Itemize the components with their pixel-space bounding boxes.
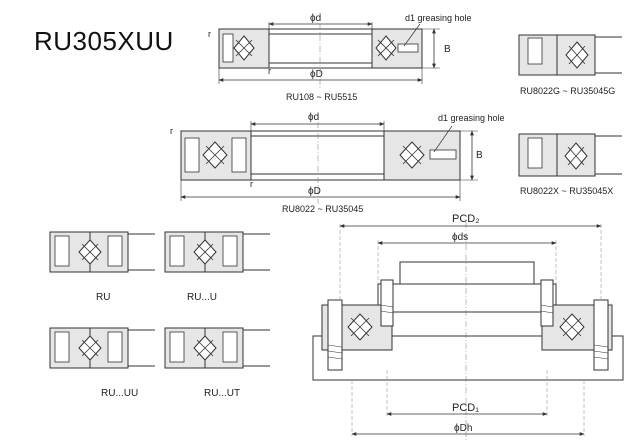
pcd2-label: PCD₂ (452, 213, 480, 225)
mid-greasing-hole-label: d1 greasing hole (438, 113, 505, 123)
mid-series-caption: RU8022 ~ RU35045 (282, 204, 363, 214)
mounting-assembly (312, 222, 624, 440)
top-width-label: B (444, 44, 451, 55)
right-mid-caption: RU8022X ~ RU35045X (520, 186, 613, 196)
right-top-section (518, 34, 622, 76)
variant-ru-uu-label: RU...UU (101, 388, 138, 399)
top-bore-diameter-label: ϕd (310, 13, 321, 24)
top-outer-diameter-label: ϕD (310, 69, 323, 80)
variant-ru-section (49, 231, 155, 273)
variant-ru-ut-section (164, 327, 270, 369)
mid-width-label: B (476, 150, 483, 161)
right-mid-section (518, 133, 622, 177)
mid-bore-diameter-label: ϕd (308, 112, 319, 123)
variant-ru-ut-label: RU...UT (204, 388, 240, 399)
dh-label: ϕDh (454, 423, 472, 434)
ds-label: ϕds (452, 232, 468, 243)
top-fillet-radius-label-2: r (268, 66, 271, 76)
right-top-caption: RU8022G ~ RU35045G (520, 86, 615, 96)
product-title: RU305XUU (34, 26, 174, 56)
mid-cross-section (180, 121, 478, 204)
variant-ru-uu-section (49, 327, 155, 369)
top-greasing-hole-label: d1 greasing hole (405, 13, 472, 23)
pcd1-label: PCD₁ (452, 402, 479, 414)
variant-ru-u-section (164, 231, 270, 273)
top-fillet-radius-label-1: r (208, 29, 211, 39)
mid-fillet-radius-label-1: r (170, 126, 173, 136)
variant-ru-label: RU (96, 292, 110, 303)
top-series-caption: RU108 ~ RU5515 (286, 92, 357, 102)
mid-fillet-radius-label-2: r (250, 179, 253, 189)
top-cross-section (218, 22, 440, 88)
variant-ru-u-label: RU...U (187, 292, 217, 303)
mid-outer-diameter-label: ϕD (308, 186, 321, 197)
